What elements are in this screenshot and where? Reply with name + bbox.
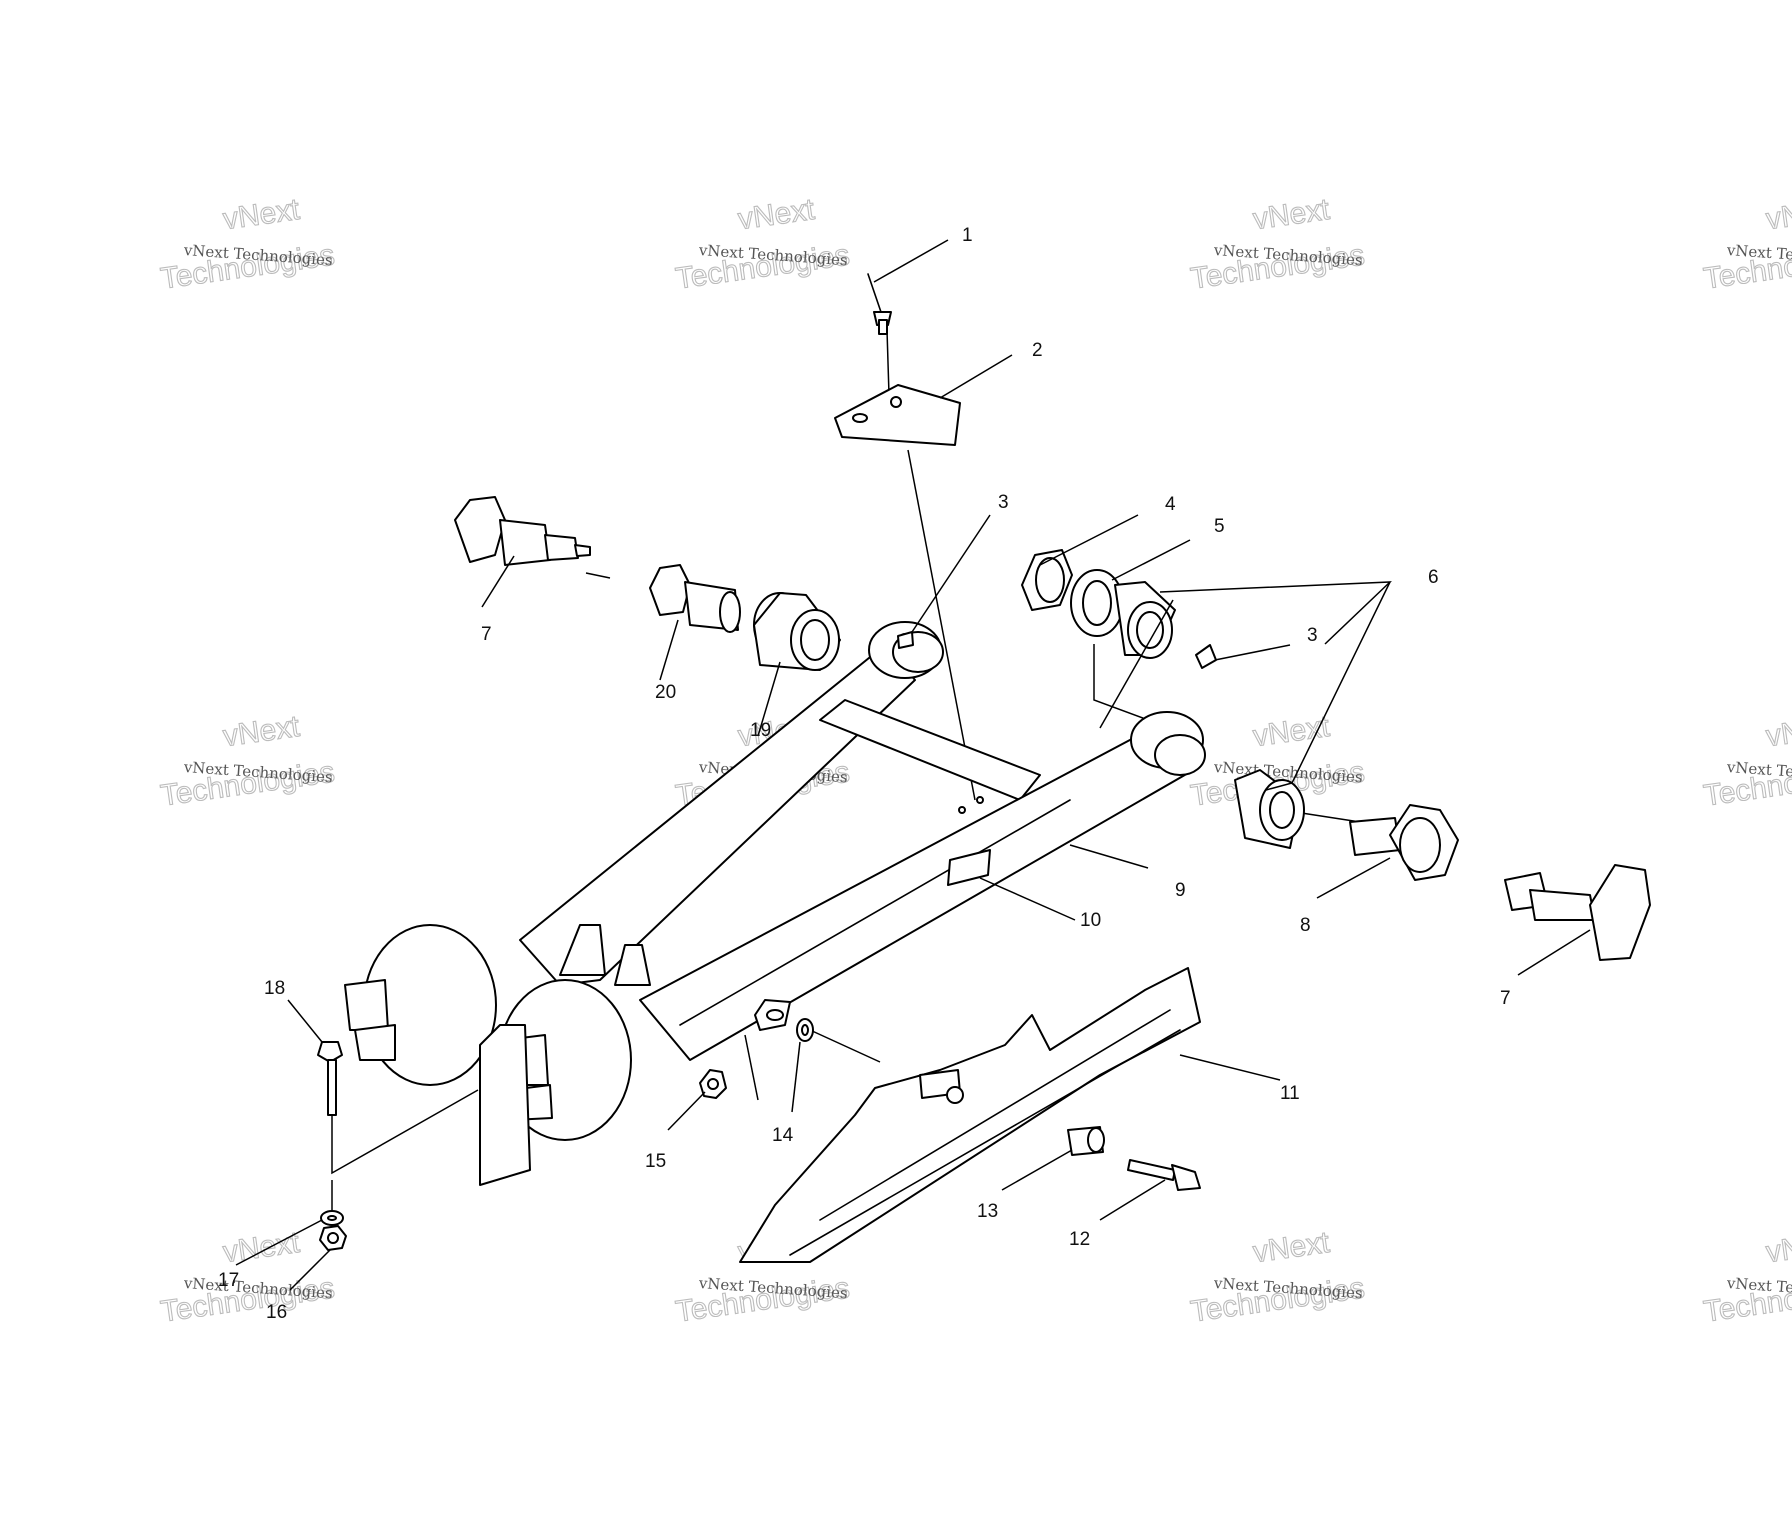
callout-17: 17 (218, 1270, 239, 1291)
watermark: vNext Technologies vNext Technologies (158, 1225, 337, 1329)
svg-text:vNext: vNext (1764, 1226, 1792, 1269)
watermark: vNext Technologies vNext Technologies (1701, 192, 1792, 296)
bushing-lower (1234, 769, 1305, 849)
svg-text:Technologies: Technologies (1702, 1272, 1792, 1329)
callout-10: 10 (1080, 910, 1101, 931)
watermark: vNext Technologies vNext Technologies (158, 709, 337, 813)
watermark: vNext Technologies vNext Technologies (158, 192, 337, 296)
watermark: vNext Technologies vNext Technologies (1701, 1225, 1792, 1329)
callout-11: 11 (1280, 1083, 1300, 1104)
svg-text:vNext: vNext (736, 193, 817, 236)
grease-fitting (867, 273, 892, 335)
cap-screw (1127, 1159, 1201, 1191)
svg-text:vNext: vNext (221, 710, 302, 753)
svg-text:vNext Technologies: vNext Technologies (182, 758, 333, 786)
svg-text:Technologies: Technologies (1189, 1272, 1367, 1329)
svg-text:vNext Technologies: vNext Technologies (697, 241, 848, 269)
svg-text:vNext: vNext (1251, 1226, 1332, 1269)
mounting-plate (834, 384, 961, 446)
callout-14: 14 (772, 1125, 794, 1146)
sleeve-spacer (1067, 1126, 1105, 1156)
svg-text:vNext Technologies: vNext Technologies (1725, 1274, 1792, 1302)
callout-labels: 1 2 3 4 5 6 3 7 20 19 9 10 8 7 18 11 14 … (218, 225, 1511, 1323)
washer (1070, 569, 1124, 637)
callout-19: 19 (750, 720, 771, 741)
watermark: vNext Technologies vNext Technologies (1188, 1225, 1367, 1329)
callout-7-right: 7 (1500, 988, 1511, 1009)
svg-text:vNext Technologies: vNext Technologies (1212, 1274, 1363, 1302)
flange-nut (319, 1225, 347, 1251)
flat-washer (320, 1210, 344, 1226)
callout-6: 6 (1428, 567, 1439, 588)
svg-text:vNext Technologies: vNext Technologies (182, 241, 333, 269)
callout-9: 9 (1175, 880, 1186, 901)
svg-text:vNext: vNext (1764, 193, 1792, 236)
grease-fitting-upper (897, 631, 914, 649)
callout-1: 1 (962, 225, 973, 246)
svg-text:Technologies: Technologies (159, 1272, 337, 1329)
callout-16: 16 (266, 1302, 287, 1323)
svg-text:Technologies: Technologies (159, 756, 337, 813)
callout-4: 4 (1165, 494, 1176, 515)
callout-18: 18 (264, 978, 285, 999)
watermark: vNext Technologies vNext Technologies (1701, 709, 1792, 813)
bushing-19 (753, 592, 841, 671)
svg-text:Technologies: Technologies (1702, 239, 1792, 296)
svg-text:vNext Technologies: vNext Technologies (182, 1274, 333, 1302)
pivot-bolt-right-outer (1504, 864, 1651, 961)
callout-3: 3 (998, 492, 1009, 513)
svg-text:vNext Technologies: vNext Technologies (697, 1274, 848, 1302)
watermark: vNext Technologies vNext Technologies (1188, 192, 1367, 296)
callout-8: 8 (1300, 915, 1311, 936)
svg-text:vNext Technologies: vNext Technologies (1725, 758, 1792, 786)
callout-3-right: 3 (1307, 625, 1318, 646)
svg-text:vNext: vNext (1251, 710, 1332, 753)
svg-text:vNext: vNext (221, 1226, 302, 1269)
svg-text:vNext: vNext (221, 193, 302, 236)
svg-text:Technologies: Technologies (1702, 756, 1792, 813)
svg-text:Technologies: Technologies (159, 239, 337, 296)
pivot-bolt-right (1349, 804, 1459, 881)
long-bolt (317, 1041, 343, 1116)
svg-text:Technologies: Technologies (674, 1272, 852, 1329)
pivot-bolt-left (454, 496, 591, 566)
retainer-clip (754, 999, 791, 1031)
slide-rail (739, 967, 1201, 1263)
sleeve-bolt (649, 564, 741, 633)
callout-7-left: 7 (481, 624, 492, 645)
svg-text:vNext: vNext (1251, 193, 1332, 236)
callout-20: 20 (655, 682, 676, 703)
svg-text:vNext: vNext (1764, 710, 1792, 753)
callout-2: 2 (1032, 340, 1043, 361)
svg-text:vNext Technologies: vNext Technologies (1212, 241, 1363, 269)
leader-lines (235, 239, 1591, 1291)
hex-nut (1021, 549, 1073, 611)
svg-text:Technologies: Technologies (674, 239, 852, 296)
callout-12: 12 (1069, 1229, 1090, 1250)
lock-nut (699, 1069, 727, 1099)
bushing-upper (1114, 581, 1176, 659)
svg-text:vNext Technologies: vNext Technologies (1725, 241, 1792, 269)
svg-text:Technologies: Technologies (1189, 239, 1367, 296)
callout-15: 15 (645, 1151, 666, 1172)
callout-13: 13 (977, 1201, 998, 1222)
grease-fitting-right (1195, 644, 1217, 669)
small-washer (796, 1018, 814, 1042)
watermark: vNext Technologies vNext Technologies (673, 192, 852, 296)
callout-5: 5 (1214, 516, 1225, 537)
swing-arm-frame (344, 621, 1206, 1186)
